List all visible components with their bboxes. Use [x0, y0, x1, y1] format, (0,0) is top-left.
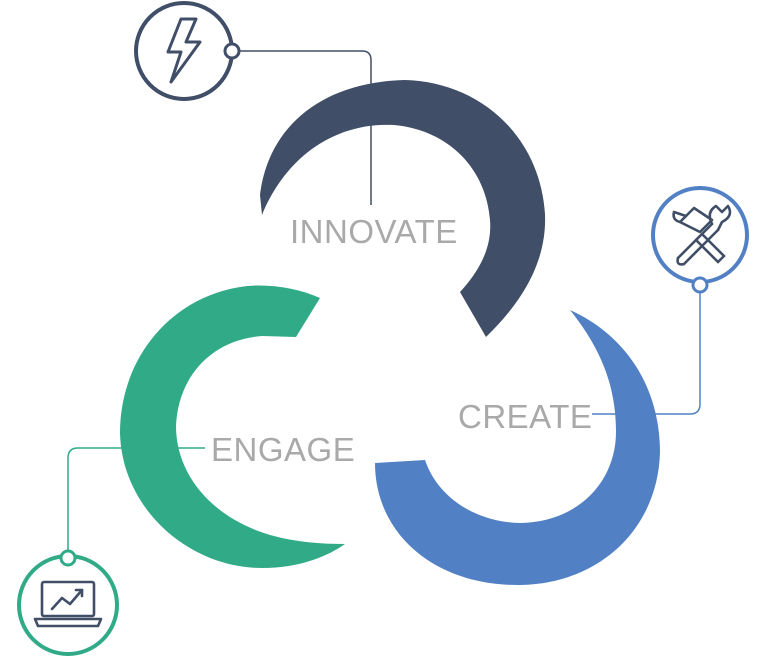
innovate-icon-badge [134, 1, 241, 101]
create-segment [375, 310, 660, 586]
create-label: CREATE [458, 398, 592, 435]
engage-icon-badge [17, 549, 119, 656]
create-arc [375, 310, 660, 586]
innovate-arc [260, 80, 546, 337]
engage-label: ENGAGE [211, 431, 355, 468]
engage-arc [120, 285, 345, 568]
laptop-chart-icon [33, 580, 103, 628]
engage-segment [120, 285, 345, 568]
create-connector [592, 292, 701, 415]
innovate-connector [240, 50, 372, 205]
innovate-label: INNOVATE [290, 213, 458, 250]
create-icon-badge [651, 186, 749, 294]
innovate-segment [260, 80, 546, 337]
engage-connector [67, 447, 205, 551]
hammer-wrench-tools-icon [672, 204, 732, 266]
lightning-bolt-icon [166, 17, 202, 84]
